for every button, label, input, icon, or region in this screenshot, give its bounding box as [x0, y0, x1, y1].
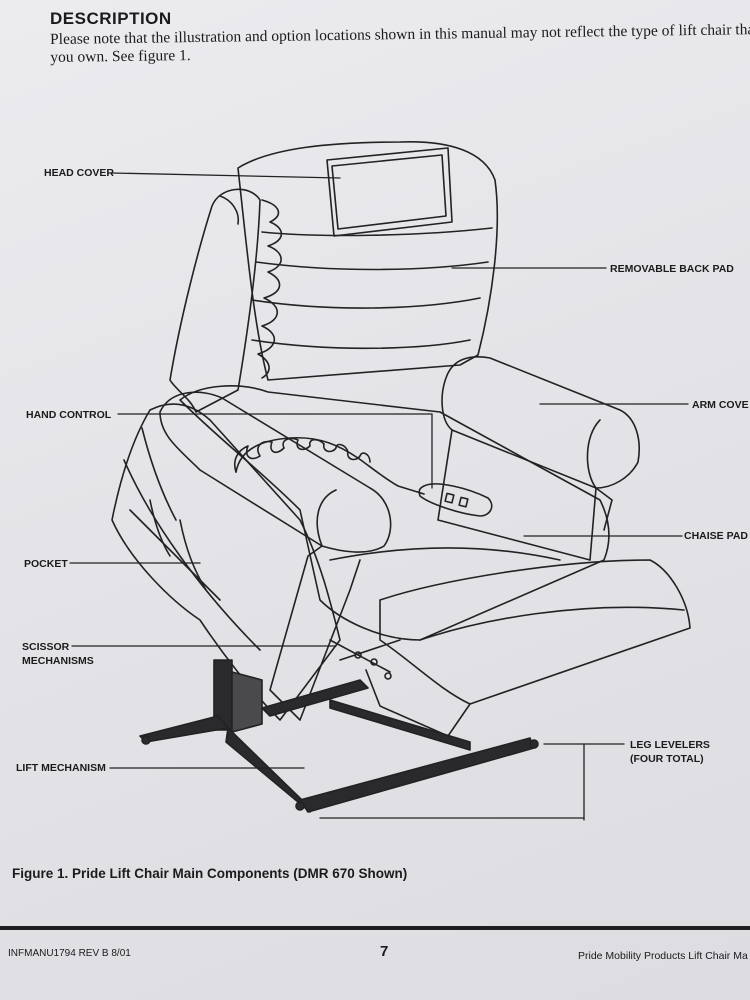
lift-base — [139, 659, 539, 813]
label-arm-cover: ARM COVE — [692, 399, 749, 411]
hand-control — [233, 436, 493, 517]
footrest — [365, 559, 691, 737]
page-number: 7 — [380, 943, 389, 960]
label-lift-mechanism: LIFT MECHANISM — [16, 762, 106, 774]
label-head-cover: HEAD COVER — [44, 167, 115, 179]
left-arm — [169, 188, 261, 413]
section-heading: DESCRIPTION — [50, 9, 172, 28]
head-cover-panel — [326, 147, 453, 237]
label-scissor-mechanisms: SCISSOR MECHANISMS — [22, 640, 94, 668]
side-skirt-pocket — [111, 403, 341, 721]
footer-publisher: Pride Mobility Products Lift Chair Ma — [578, 950, 748, 962]
seat-chaise — [179, 385, 610, 641]
label-hand-control: HAND CONTROL — [26, 409, 112, 421]
label-chaise-pad: CHAISE PAD — [684, 530, 748, 542]
label-pocket: POCKET — [24, 558, 68, 570]
label-leg-levelers-line-2: (FOUR TOTAL) — [630, 753, 704, 765]
label-leg-levelers-line-1: LEG LEVELERS — [630, 739, 710, 751]
footer-rule — [0, 926, 750, 930]
back-cushion — [237, 141, 499, 381]
label-removable-back-pad: REMOVABLE BACK PAD — [610, 263, 734, 275]
figure-caption: Figure 1. Pride Lift Chair Main Componen… — [12, 866, 408, 881]
label-scissor-line-2: MECHANISMS — [22, 655, 94, 667]
leader-lines — [69, 172, 689, 821]
scissor-mechanism — [329, 639, 401, 680]
label-leg-levelers: LEG LEVELERS (FOUR TOTAL) — [630, 738, 710, 766]
footer-doc-id: INFMANU1794 REV B 8/01 — [8, 948, 131, 959]
label-scissor-line-1: SCISSOR — [22, 641, 70, 653]
